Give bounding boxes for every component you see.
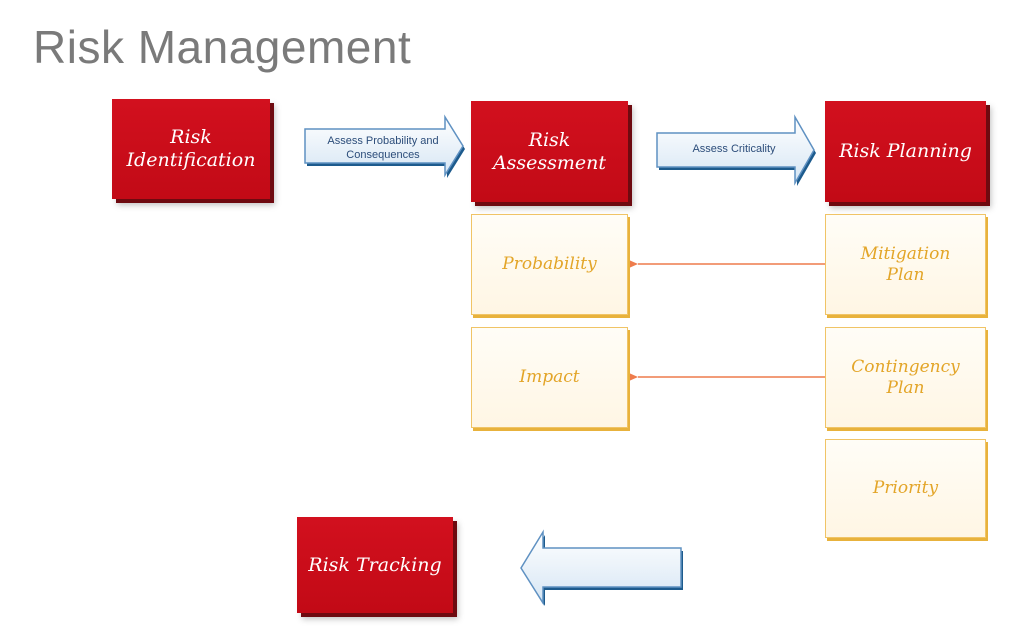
risk-identification-box: Risk Identification — [112, 99, 270, 199]
assess-probability-arrow — [304, 114, 465, 178]
tracking-return-arrow — [520, 529, 683, 606]
assess-criticality-arrow — [656, 114, 816, 186]
mitigation-plan-box: Mitigation Plan — [825, 214, 986, 315]
risk-assessment-box: Risk Assessment — [471, 101, 628, 202]
contingency-plan-box: Contingency Plan — [825, 327, 986, 428]
risk-tracking-box: Risk Tracking — [297, 517, 453, 613]
assess-probability-label: Assess Probability and Consequences — [327, 135, 439, 161]
probability-box: Probability — [471, 214, 628, 315]
impact-box: Impact — [471, 327, 628, 428]
risk-planning-box: Risk Planning — [825, 101, 986, 202]
assess-criticality-label: Assess Criticality — [692, 143, 776, 155]
page-title: Risk Management — [33, 21, 412, 73]
priority-box: Priority — [825, 439, 986, 538]
